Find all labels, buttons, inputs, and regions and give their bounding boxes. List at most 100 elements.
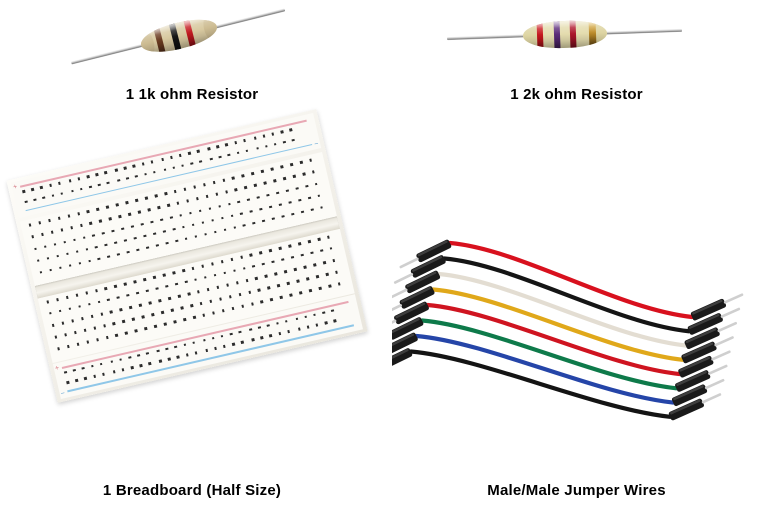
breadboard-hole — [295, 317, 299, 321]
breadboard-hole — [240, 340, 244, 345]
breadboard-hole — [136, 248, 140, 252]
breadboard-hole — [242, 267, 246, 271]
breadboard-hole — [251, 172, 255, 176]
breadboard-hole — [263, 181, 267, 185]
breadboard-hole — [322, 311, 326, 315]
wire-connector-left[interactable] — [392, 301, 430, 334]
breadboard-hole — [230, 214, 234, 218]
breadboard-hole — [119, 308, 123, 312]
breadboard-hole — [260, 336, 264, 340]
jumper-wire-white[interactable] — [392, 270, 739, 350]
wire-connector-left[interactable] — [392, 285, 435, 318]
wire-connector-left[interactable] — [392, 270, 441, 303]
breadboard-hole — [176, 201, 180, 205]
breadboard-hole — [83, 328, 87, 332]
connector-housing — [392, 332, 418, 356]
wire-connector-right[interactable] — [671, 376, 726, 407]
breadboard-hole — [84, 377, 88, 381]
breadboard-hole — [152, 170, 156, 174]
breadboard-hole — [280, 130, 284, 134]
wire-connector-right[interactable] — [674, 361, 729, 392]
breadboard-hole — [143, 277, 147, 281]
breadboard-hole — [107, 298, 111, 302]
breadboard-hole — [145, 351, 149, 356]
breadboard-hole — [156, 349, 160, 353]
wire-connector-left[interactable] — [398, 239, 452, 272]
breadboard-hole — [128, 212, 132, 216]
breadboard-hole — [277, 284, 281, 288]
connector-pin — [701, 393, 722, 404]
breadboard-hole — [329, 246, 333, 251]
breadboard-hole — [244, 185, 248, 190]
breadboard-hole — [155, 287, 159, 291]
resistor-lead-right — [596, 28, 682, 35]
breadboard-hole — [172, 271, 176, 275]
jumper-wire-red[interactable] — [392, 301, 732, 378]
breadboard-hole — [133, 236, 137, 240]
breadboard-hole — [218, 155, 222, 159]
breadboard-hole — [93, 326, 97, 330]
jumper-wire-green[interactable] — [392, 316, 729, 392]
breadboard-hole — [188, 211, 193, 215]
breadboard-hole — [307, 196, 311, 200]
breadboard-hole — [281, 214, 285, 218]
breadboard-hole — [77, 177, 81, 181]
wire-connector-left[interactable] — [392, 332, 419, 365]
breadboard-hole — [276, 191, 280, 195]
breadboard-hole — [158, 359, 162, 363]
breadboard-hole — [337, 282, 341, 286]
breadboard-hole — [205, 194, 209, 198]
breadboard-hole — [266, 193, 270, 197]
breadboard-hole — [223, 271, 227, 275]
breadboard-hole — [278, 246, 282, 250]
breadboard-hole — [70, 189, 74, 193]
breadboard-hole — [207, 147, 211, 151]
breadboard-hole — [191, 266, 195, 270]
breadboard-hole — [234, 188, 238, 192]
breadboard-hole — [322, 261, 326, 265]
wire-connector-right[interactable] — [668, 390, 723, 421]
breadboard-hole — [213, 273, 217, 277]
breadboard-hole — [232, 269, 236, 273]
wire-connector-right[interactable] — [690, 290, 745, 321]
breadboard-hole — [66, 381, 70, 385]
breadboard-hole — [130, 224, 135, 229]
breadboard-hole — [180, 306, 184, 310]
resistor-band-red-2 — [569, 19, 577, 49]
breadboard-hole — [101, 231, 105, 235]
wire-connector-left[interactable] — [392, 316, 424, 349]
breadboard-hole — [178, 153, 182, 157]
wire-connector-right[interactable] — [678, 347, 733, 378]
breadboard-hole — [139, 364, 143, 368]
jumper-wire-blue[interactable] — [392, 332, 726, 407]
jumper-wire-black[interactable] — [392, 347, 723, 421]
breadboard-hole — [68, 263, 72, 267]
resistor-1k-graphic — [64, 0, 293, 94]
breadboard-hole — [77, 212, 81, 216]
jumper-wires-image — [392, 225, 762, 445]
caption-resistor-2k: 1 2k ohm Resistor — [510, 86, 643, 103]
breadboard-hole — [205, 349, 209, 353]
breadboard-hole — [65, 295, 69, 299]
breadboard-hole — [278, 203, 282, 207]
breadboard-hole — [114, 168, 118, 172]
breadboard-hole — [183, 187, 187, 191]
breadboard-hole — [163, 322, 167, 326]
wire-connector-right[interactable] — [684, 319, 739, 350]
wire-connector-right[interactable] — [687, 304, 742, 335]
breadboard-hole — [270, 298, 274, 302]
wire-connector-left[interactable] — [392, 347, 413, 380]
breadboard-hole — [151, 313, 155, 317]
breadboard-hole — [201, 220, 205, 225]
wire-connector-left[interactable] — [392, 254, 446, 287]
jumper-wire-black[interactable] — [392, 254, 742, 335]
breadboard-hole — [216, 285, 220, 290]
jumper-wire-red[interactable] — [398, 239, 745, 321]
wire-connector-right[interactable] — [681, 333, 736, 364]
breadboard-hole — [202, 313, 206, 317]
breadboard-hole — [140, 222, 144, 226]
jumper-wire-yellow[interactable] — [392, 285, 736, 364]
breadboard-hole — [282, 177, 287, 181]
breadboard-hole — [271, 132, 275, 136]
breadboard-hole — [174, 239, 179, 243]
